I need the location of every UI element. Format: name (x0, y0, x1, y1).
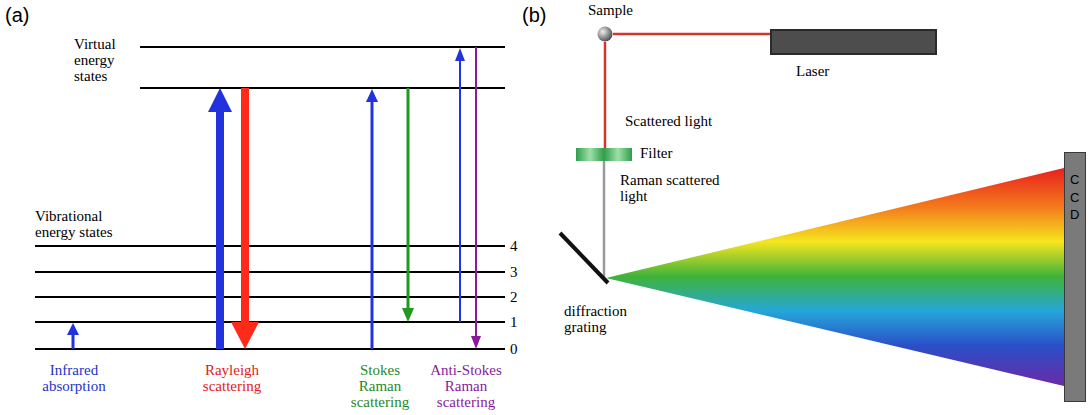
vibrational-level (35, 348, 505, 350)
detector-label: CCD (1070, 171, 1083, 224)
level-number: 1 (510, 314, 524, 330)
stokes-up-head (366, 89, 378, 102)
ir-arrow (72, 333, 75, 349)
component-label: diffraction grating (564, 303, 654, 335)
process-label: Stokes Raman scattering (340, 362, 420, 410)
laser-source: Laser (770, 29, 937, 55)
beam-line (603, 161, 606, 279)
antistokes-up-head (455, 48, 465, 61)
level-group-label: Vibrational energy states (35, 208, 140, 240)
level-number: 0 (510, 341, 524, 357)
ir-arrowhead (67, 323, 79, 335)
level-number: 2 (510, 289, 524, 305)
vibrational-level (35, 271, 505, 273)
rayleigh-down-head (231, 322, 259, 349)
antistokes-down-head (471, 336, 481, 349)
diffraction-grating: diffraction grating (558, 231, 610, 285)
stokes-up-arrow (371, 100, 374, 349)
stokes-down-arrow (407, 88, 410, 310)
component-label: Laser (796, 63, 876, 79)
beam-label: Raman scattered light (620, 172, 720, 204)
sample-sphere: Sample (597, 26, 613, 42)
process-label: Anti-Stokes Raman scattering (418, 362, 514, 410)
optical-filter: Filter (576, 148, 632, 161)
light-beam (605, 42, 606, 148)
virtual-level (140, 87, 505, 89)
ccd-detector: CCD (1064, 152, 1086, 402)
component-label: Sample (588, 2, 658, 18)
beam-line (604, 42, 607, 148)
virtual-level (140, 46, 505, 48)
panel-label: (a) (5, 4, 45, 26)
level-group-label: Virtual energy states (74, 36, 136, 84)
beam-label: Scattered light (625, 113, 735, 129)
rayleigh-up-head (208, 88, 232, 112)
antistokes-down-arrow (475, 47, 477, 338)
grating-outline (558, 231, 610, 285)
panel-label: (b) (522, 4, 562, 26)
component-label: Filter (640, 145, 700, 161)
grating-plate (560, 233, 608, 283)
sample-outline (597, 26, 613, 42)
vibrational-level (35, 245, 505, 247)
process-label: Infrared absorption (33, 362, 115, 394)
rayleigh-up-arrow (216, 108, 224, 349)
light-beam (604, 161, 605, 279)
level-number: 4 (510, 238, 524, 254)
vibrational-level (35, 321, 505, 323)
vibrational-level (35, 296, 505, 298)
stokes-down-head (402, 308, 414, 322)
level-number: 3 (510, 264, 524, 280)
dispersed-spectrum (606, 168, 1064, 386)
light-beam (613, 34, 770, 35)
antistokes-up-arrow (459, 59, 461, 322)
process-label: Rayleigh scattering (190, 362, 274, 394)
beam-line (613, 33, 770, 36)
rayleigh-down-arrow (241, 88, 249, 326)
sample-ball (598, 27, 613, 42)
